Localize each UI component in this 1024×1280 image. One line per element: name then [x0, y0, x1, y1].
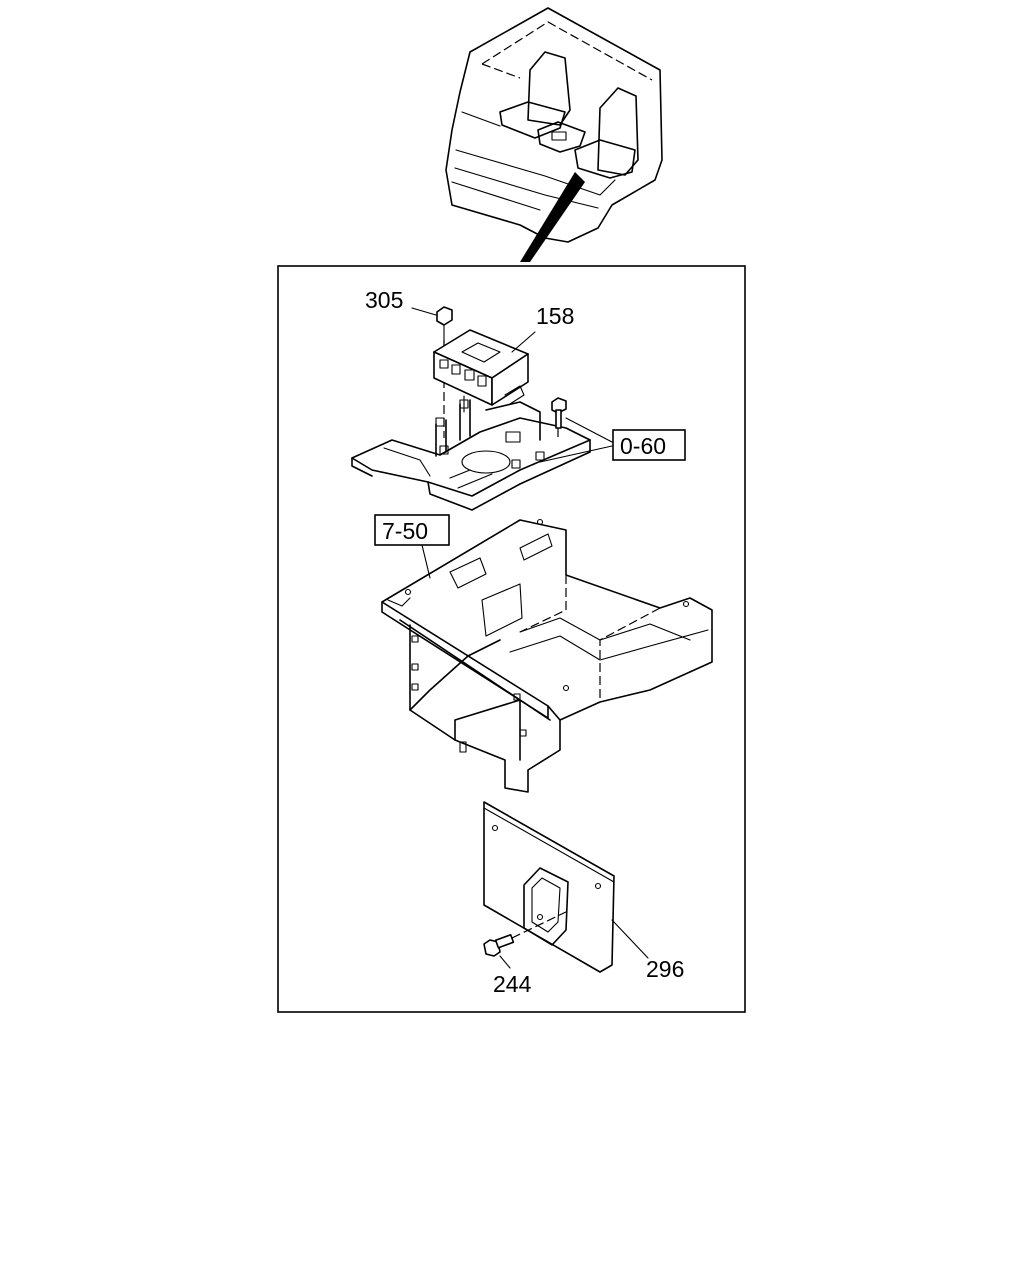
- callout-296: 296: [646, 956, 684, 982]
- detail-frame: [277, 265, 746, 1013]
- cover-panel-part: [483, 801, 649, 973]
- ref-box-7-50: [374, 514, 450, 546]
- callout-158: 158: [536, 303, 574, 329]
- control-unit-part: [433, 329, 536, 406]
- bolt-part: [483, 909, 571, 969]
- ref-7-50: 7-50: [382, 518, 428, 544]
- callout-244: 244: [493, 971, 532, 997]
- ref-box-0-60: [612, 429, 686, 461]
- mounting-bracket: [351, 395, 591, 511]
- callout-305: 305: [365, 287, 403, 313]
- cab-floor-frame: [381, 518, 713, 793]
- bracket-bolt: [551, 397, 567, 440]
- ref-0-60: 0-60: [620, 433, 666, 459]
- cab-overview: [445, 7, 663, 262]
